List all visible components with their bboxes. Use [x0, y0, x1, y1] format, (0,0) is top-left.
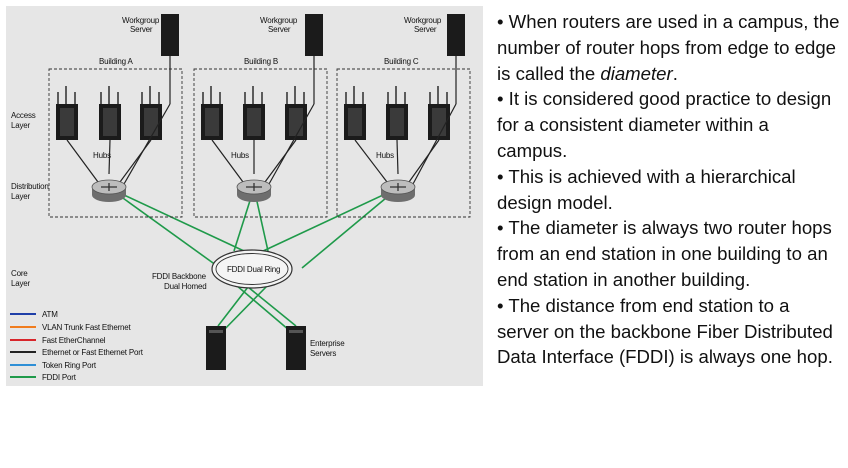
core-layer-label-1: Core	[11, 269, 28, 278]
building-b-boundary	[193, 68, 328, 218]
building-a-server-label-2: Server	[130, 25, 153, 34]
building-a-hubs-label: Hubs	[93, 151, 111, 160]
bullet-consistent-diameter: • It is considered good practice to desi…	[497, 88, 832, 161]
diagram-canvas: Building A Workgroup Server Hubs	[10, 14, 471, 382]
enterprise-server-icon	[286, 326, 306, 370]
enterprise-servers-label-2: Servers	[310, 349, 336, 358]
fddi-ring-label: FDDI Dual Ring	[227, 265, 280, 274]
bullet-diameter-end: .	[672, 62, 678, 84]
enterprise-servers-label-1: Enterprise	[310, 339, 345, 348]
building-a-workgroup-server-icon	[161, 14, 179, 56]
building-c-server-label-1: Workgroup	[404, 16, 442, 25]
building-a-boundary	[48, 68, 183, 218]
legend-label-fast-etherchannel: Fast EtherChannel	[42, 336, 106, 345]
enterprise-server-icon	[206, 326, 226, 370]
bullet-two-hops: • The diameter is always two router hops…	[497, 217, 832, 290]
fddi-dual-ring: FDDI Dual Ring	[211, 249, 293, 289]
building-a-hub-icon	[99, 86, 121, 140]
building-c-hub-icon	[344, 86, 366, 140]
building-c: Building C Workgroup Server Hubs	[336, 14, 471, 218]
building-b-label: Building B	[244, 57, 278, 66]
bullet-diameter-text: • When routers are used in a campus, the…	[497, 11, 840, 84]
bullet-diameter: • When routers are used in a campus, the…	[497, 9, 843, 86]
building-c-boundary	[336, 68, 471, 218]
building-b-hub-icon	[243, 86, 265, 140]
building-c-router-icon	[380, 179, 416, 202]
legend-label-token-ring: Token Ring Port	[42, 361, 97, 370]
core-layer-label-2: Layer	[11, 279, 31, 288]
building-b-hub-icon	[285, 86, 307, 140]
building-b-router-icon	[236, 179, 272, 202]
building-c-label: Building C	[384, 57, 419, 66]
building-c-hubs-label: Hubs	[376, 151, 394, 160]
building-a-hub-icon	[140, 86, 162, 140]
building-b-server-label-1: Workgroup	[260, 16, 298, 25]
building-b-hubs-label: Hubs	[231, 151, 249, 160]
access-layer-label-1: Access	[11, 111, 36, 120]
distribution-layer-label-1: Distribution	[11, 182, 49, 191]
distribution-layer-label-2: Layer	[11, 192, 31, 201]
access-layer-label-2: Layer	[11, 121, 31, 130]
building-b-server-label-2: Server	[268, 25, 291, 34]
bullet-hierarchical-model: • This is achieved with a hierarchical d…	[497, 165, 796, 213]
building-a-router-icon	[91, 179, 127, 202]
legend: ATM VLAN Trunk Fast Ethernet Fast EtherC…	[10, 310, 144, 382]
building-a-server-label-1: Workgroup	[122, 16, 160, 25]
building-b-hub-icon	[201, 86, 223, 140]
building-a-hub-icon	[56, 86, 78, 140]
legend-label-ethernet: Ethernet or Fast Ethernet Port	[42, 348, 144, 357]
building-a-label: Building A	[99, 57, 133, 66]
campus-network-diagram: Building A Workgroup Server Hubs	[6, 6, 483, 386]
legend-label-fddi: FDDI Port	[42, 373, 77, 382]
building-b-workgroup-server-icon	[305, 14, 323, 56]
building-c-workgroup-server-icon	[447, 14, 465, 56]
building-c-hub-icon	[428, 86, 450, 140]
legend-label-vlan-trunk: VLAN Trunk Fast Ethernet	[42, 323, 132, 332]
fddi-backbone-label-2: Dual Homed	[164, 282, 206, 291]
legend-label-atm: ATM	[42, 310, 58, 319]
fddi-backbone-label-1: FDDI Backbone	[152, 272, 207, 281]
building-a: Building A Workgroup Server Hubs	[48, 14, 183, 218]
building-c-hub-icon	[386, 86, 408, 140]
building-c-server-label-2: Server	[414, 25, 437, 34]
bullet-list: • When routers are used in a campus, the…	[497, 9, 843, 370]
building-b: Building B Workgroup Server Hubs	[193, 14, 328, 218]
bullet-one-hop: • The distance from end station to a ser…	[497, 294, 833, 368]
bullet-diameter-term: diameter	[600, 62, 673, 84]
